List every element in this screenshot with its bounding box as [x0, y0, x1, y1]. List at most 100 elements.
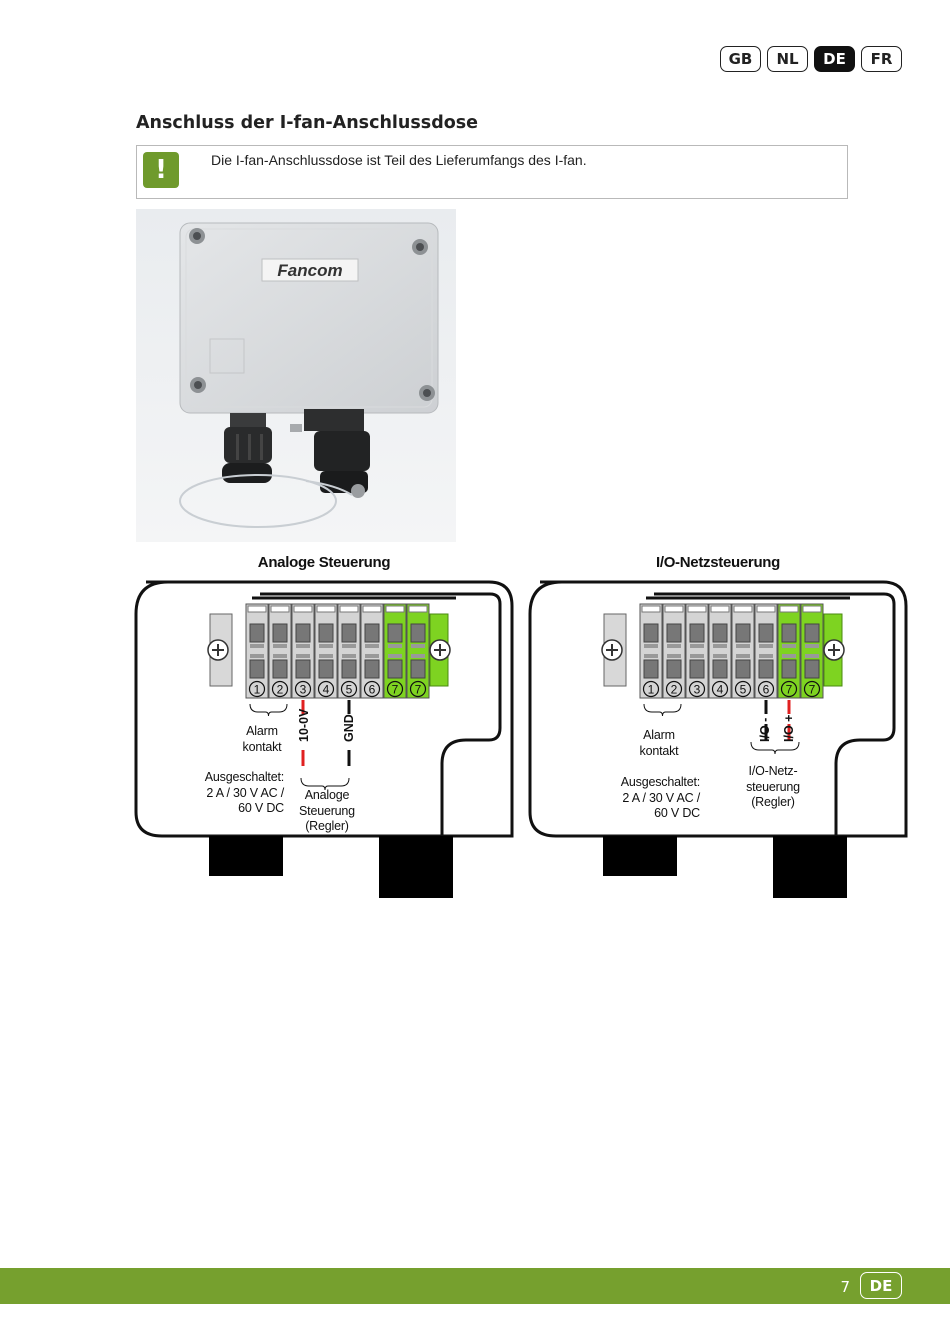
terminal-clip — [667, 654, 681, 658]
terminal-clip — [782, 654, 796, 658]
terminal-clip — [690, 654, 704, 658]
diagram-title: I/O-Netzsteuerung — [655, 554, 781, 571]
terminal-number-label: 6 — [763, 683, 770, 697]
terminal-slot — [781, 659, 797, 679]
cable-gland-block — [209, 836, 283, 876]
terminal-number — [734, 680, 752, 698]
terminal-top — [385, 605, 405, 613]
terminal-clip — [319, 644, 333, 648]
terminal-top — [316, 605, 336, 613]
terminal-slot — [758, 659, 774, 679]
terminal-number — [665, 680, 683, 698]
controller-brace — [300, 777, 350, 791]
signal-label-0-10v: 10-0V — [297, 708, 311, 742]
controller-label: I/O-Netz- steuerung (Regler) — [746, 764, 800, 809]
terminal-clip — [273, 654, 287, 658]
terminal-clip — [736, 644, 750, 648]
controller-brace — [750, 741, 800, 755]
plus-icon — [828, 644, 840, 656]
terminal-clip — [713, 654, 727, 658]
terminal-slot — [666, 659, 682, 679]
page-title: Anschluss der I-fan-Anschlussdose — [136, 113, 479, 133]
terminal-number — [688, 680, 706, 698]
terminal-clip — [805, 654, 819, 658]
terminal-number — [711, 680, 729, 698]
switched-rating-label: Ausgeschaltet: 2 A / 30 V AC / 60 V DC — [204, 770, 284, 815]
terminal-clip — [782, 644, 796, 648]
terminal-top — [756, 605, 776, 613]
terminal-clip — [296, 644, 310, 648]
alarm-brace — [643, 703, 682, 717]
terminal-slot — [735, 659, 751, 679]
terminal-top — [408, 605, 428, 613]
terminal-clip — [296, 654, 310, 658]
terminal-top — [802, 605, 822, 613]
note-text: Die I-fan-Anschlussdose ist Teil des Lie… — [211, 152, 587, 168]
terminal-slot — [410, 623, 426, 643]
terminal-clip — [644, 654, 658, 658]
terminal-clip — [759, 654, 773, 658]
terminal-number-label: 1 — [648, 683, 655, 697]
terminal-slot — [689, 659, 705, 679]
lang-tab-gb[interactable]: GB — [720, 46, 761, 72]
terminal-number — [271, 680, 289, 698]
terminal-slot — [666, 623, 682, 643]
terminal-top — [733, 605, 753, 613]
terminal-number — [248, 680, 266, 698]
cable-gland-block — [603, 836, 677, 876]
alarm-brace — [249, 703, 288, 717]
lang-tab-fr[interactable]: FR — [861, 46, 902, 72]
terminal-number-label: 5 — [346, 683, 353, 697]
terminal-number-label: 3 — [694, 683, 701, 697]
terminal-top — [664, 605, 684, 613]
controller-label: Analoge Steuerung (Regler) — [299, 788, 355, 833]
signal-label-io-minus: I/O - — [758, 717, 772, 742]
terminal-clip — [273, 644, 287, 648]
connector-block — [379, 836, 453, 898]
terminal-clip — [713, 644, 727, 648]
terminal-top — [293, 605, 313, 613]
housing-outline — [146, 580, 514, 838]
terminal-top — [710, 605, 730, 613]
terminal-slot — [318, 659, 334, 679]
terminal-clip — [805, 644, 819, 648]
terminal-number-label: 7 — [415, 683, 422, 697]
terminal-number — [409, 680, 427, 698]
terminal-clip — [250, 644, 264, 648]
terminal-slot — [712, 659, 728, 679]
terminal-number — [642, 680, 660, 698]
terminal-top — [270, 605, 290, 613]
terminal-clip — [644, 644, 658, 648]
terminal-number-label: 5 — [740, 683, 747, 697]
terminal-clip — [250, 654, 264, 658]
terminal-number — [294, 680, 312, 698]
terminal-slot — [272, 623, 288, 643]
terminal-number-label: 2 — [277, 683, 284, 697]
terminal-slot — [804, 659, 820, 679]
terminal-slot — [272, 659, 288, 679]
terminal-top — [339, 605, 359, 613]
terminal-slot — [712, 623, 728, 643]
terminal-number — [757, 680, 775, 698]
lang-tab-de[interactable]: DE — [814, 46, 855, 72]
terminal-clip — [411, 644, 425, 648]
terminal-top — [687, 605, 707, 613]
terminal-slot — [341, 623, 357, 643]
terminal-number-label: 7 — [809, 683, 816, 697]
terminal-number-label: 3 — [300, 683, 307, 697]
terminal-clip — [319, 654, 333, 658]
terminal-slot — [295, 659, 311, 679]
terminal-slot — [643, 659, 659, 679]
terminal-slot — [781, 623, 797, 643]
terminal-slot — [410, 659, 426, 679]
terminal-number — [386, 680, 404, 698]
terminal-slot — [249, 623, 265, 643]
terminal-number — [803, 680, 821, 698]
lang-tab-nl[interactable]: NL — [767, 46, 808, 72]
terminal-slot — [249, 659, 265, 679]
page-number: 7 — [840, 1278, 850, 1296]
terminal-clip — [365, 644, 379, 648]
plus-icon — [606, 644, 618, 656]
